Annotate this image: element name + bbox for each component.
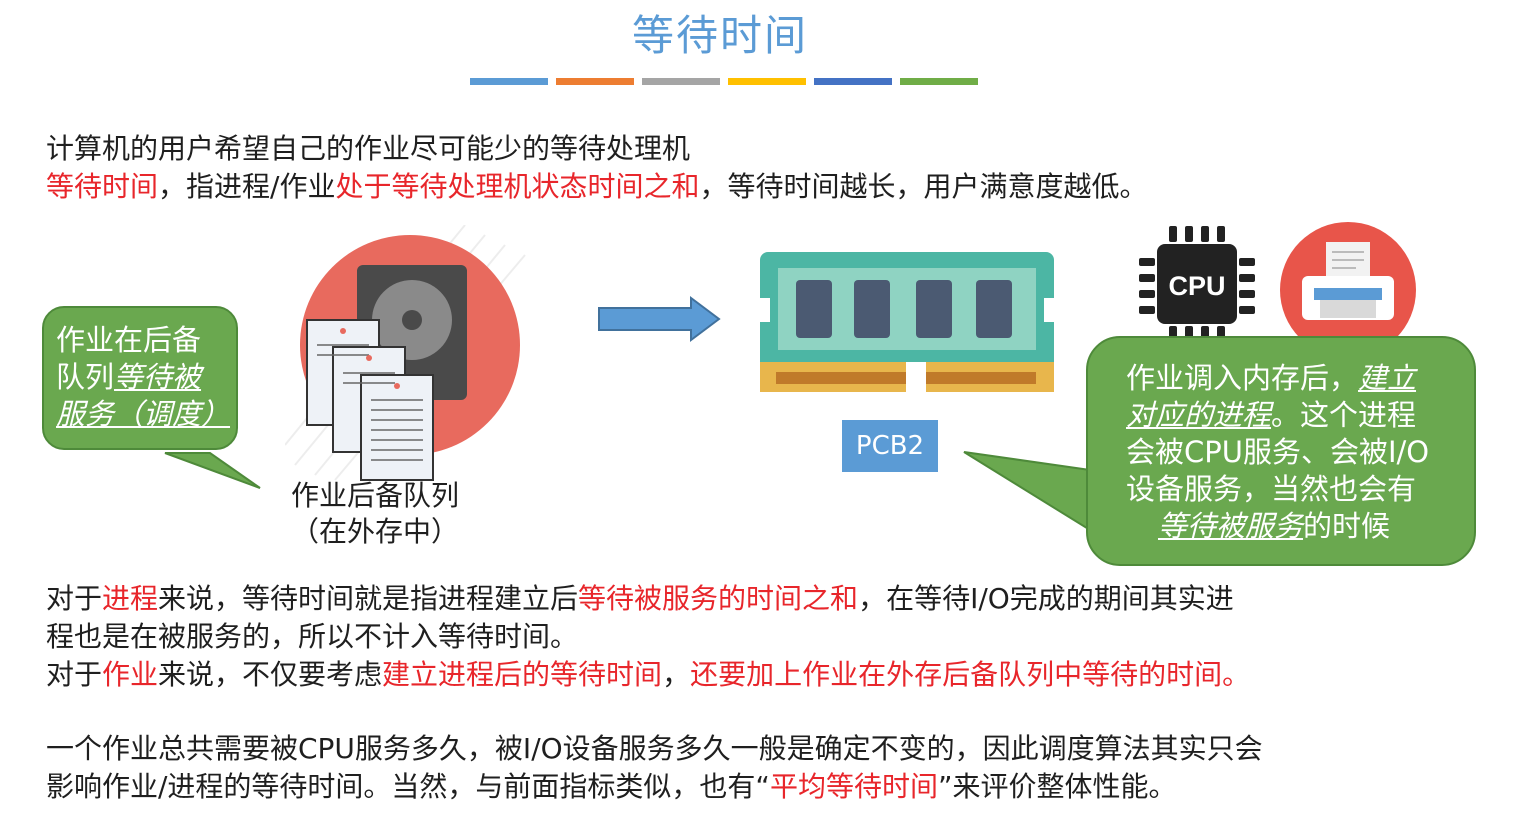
title-bar-4 <box>728 78 806 85</box>
left-bubble-line-1: 作业在后备 <box>56 323 202 357</box>
title-bar-6 <box>900 78 978 85</box>
right-bubble-line-2: 对应的进程。这个进程 <box>1126 397 1474 434</box>
left-bubble-tail <box>164 452 261 489</box>
para1-text-e: ，在等待I/O完成的期间其实进 <box>858 582 1234 615</box>
memory-module-icon <box>760 252 1054 392</box>
title-bar-5 <box>814 78 892 85</box>
para3-emphasis: 平均等待时间 <box>769 770 938 803</box>
right-bubble-text: 作业调入内存后， <box>1126 361 1359 395</box>
right-bubble-tail <box>963 451 1091 532</box>
para1-line-2: 程也是在被服务的，所以不计入等待时间。 <box>46 620 579 653</box>
left-speech-bubble: 作业在后备 队列等待被 服务（调度） <box>42 306 238 450</box>
left-bubble-line-2: 队列等待被 <box>56 359 236 396</box>
intro-term: 等待时间 <box>46 170 159 203</box>
title-bar-3 <box>642 78 720 85</box>
document-stack-icon <box>306 319 434 481</box>
para1-text-c: 来说，等待时间就是指进程建立后 <box>158 582 579 615</box>
title-bar-1 <box>470 78 548 85</box>
para2-emphasis-2: 还要加上作业在外存后备队列中等待的时间。 <box>690 658 1251 691</box>
title-bar-2 <box>556 78 634 85</box>
intro-line-1: 计算机的用户希望自己的作业尽可能少的等待处理机 <box>46 132 691 165</box>
right-bubble-line-1: 作业调入内存后，建立 <box>1126 360 1474 397</box>
printer-icon <box>1280 222 1416 358</box>
para3-line-2: 影响作业/进程的等待时间。当然，与前面指标类似，也有“平均等待时间”来评价整体性… <box>46 768 1176 806</box>
queue-caption-line-1: 作业后备队列 <box>290 479 459 512</box>
para1-text-a: 对于 <box>46 582 103 615</box>
para2-term: 作业 <box>102 658 159 691</box>
intro-line-2: 等待时间，指进程/作业处于等待处理机状态时间之和，等待时间越长，用户满意度越低。 <box>46 168 1147 206</box>
right-bubble-text-5: 的时候 <box>1303 509 1391 543</box>
right-speech-bubble: 作业调入内存后，建立 对应的进程。这个进程 会被CPU服务、会被I/O 设备服务… <box>1086 336 1476 566</box>
para2-line: 对于作业来说，不仅要考虑建立进程后的等待时间，还要加上作业在外存后备队列中等待的… <box>46 656 1250 694</box>
right-bubble-line-3: 会被CPU服务、会被I/O <box>1126 435 1430 469</box>
cpu-label: CPU <box>1168 271 1225 301</box>
para2-emphasis-1: 建立进程后的等待时间 <box>382 658 663 691</box>
title-color-bars <box>470 78 978 85</box>
para1-term: 进程 <box>102 582 159 615</box>
right-bubble-line-5: 等待被服务的时候 <box>1126 508 1474 545</box>
right-bubble-emphasis: 建立 <box>1358 361 1417 395</box>
right-bubble-emphasis-3: 等待被服务 <box>1158 509 1304 543</box>
disk-documents-illustration <box>285 225 526 481</box>
left-bubble-line-3: 服务（调度） <box>56 397 231 431</box>
para2-text-a: 对于 <box>46 658 103 691</box>
para3-text-a: 影响作业/进程的等待时间。当然，与前面指标类似，也有“ <box>46 770 770 803</box>
para1-emphasis: 等待被服务的时间之和 <box>578 582 859 615</box>
para1-line-1: 对于进程来说，等待时间就是指进程建立后等待被服务的时间之和，在等待I/O完成的期… <box>46 580 1234 618</box>
cpu-chip-icon: CPU <box>1139 226 1255 342</box>
right-bubble-emphasis-2: 对应的进程 <box>1126 398 1272 432</box>
left-bubble-text: 队列 <box>56 360 115 394</box>
intro-definition: 处于等待处理机状态时间之和 <box>335 170 700 203</box>
para2-text-c: 来说，不仅要考虑 <box>158 658 383 691</box>
queue-caption-line-2: （在外存中） <box>290 515 459 548</box>
right-arrow-icon <box>598 296 721 342</box>
right-bubble-text-2: 。这个进程 <box>1271 398 1417 432</box>
intro-text: ，指进程/作业 <box>158 170 336 203</box>
para3-text-c: ”来评价整体性能。 <box>937 770 1177 803</box>
page-title: 等待时间 <box>631 11 808 60</box>
intro-text-end: ，等待时间越长，用户满意度越低。 <box>699 170 1148 203</box>
queue-caption: 作业后备队列 （在外存中） <box>270 478 480 550</box>
para3-line-1: 一个作业总共需要被CPU服务多久，被I/O设备服务多久一般是确定不变的，因此调度… <box>46 732 1263 765</box>
right-bubble-line-4: 设备服务，当然也会有 <box>1126 472 1417 506</box>
left-bubble-emphasis: 等待被 <box>114 360 202 394</box>
pcb-label: PCB2 <box>842 420 938 472</box>
para2-comma: ， <box>662 658 691 691</box>
